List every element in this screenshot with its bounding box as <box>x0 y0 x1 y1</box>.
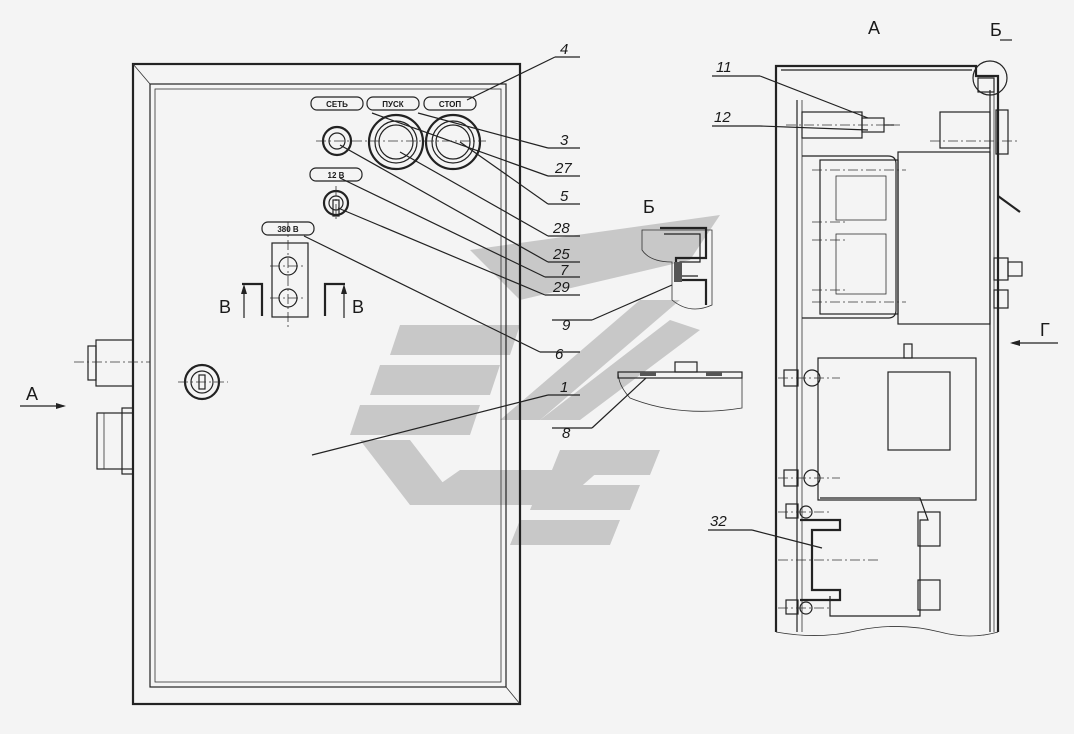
view-arrow-a-label: А <box>26 384 38 404</box>
plate-stop: СТОП <box>423 96 477 111</box>
detail-b-section: Б 9 <box>552 197 713 334</box>
plate-12v-text: 12 В <box>328 171 345 180</box>
callout-9: 9 <box>562 317 571 334</box>
callout-7: 7 <box>560 262 569 279</box>
leader-lines-front <box>303 56 580 456</box>
callout-25: 25 <box>552 246 570 263</box>
callout-28: 28 <box>552 220 570 237</box>
stop-button <box>424 113 482 171</box>
side-view-a: А Б <box>708 18 1058 637</box>
callout-11: 11 <box>716 59 732 76</box>
callout-3: 3 <box>560 132 569 149</box>
plate-12v: 12 В <box>309 167 363 182</box>
plate-380v: 380 В <box>261 221 315 236</box>
callout-32: 32 <box>710 513 727 530</box>
detail-b-title: Б <box>643 197 655 217</box>
callout-6: 6 <box>555 346 564 363</box>
watermark-logo <box>350 215 720 545</box>
callout-8: 8 <box>562 425 571 442</box>
detail-b-marker-label: Б <box>990 20 1002 40</box>
side-view-title: А <box>868 18 880 38</box>
callout-1: 1 <box>560 379 568 396</box>
view-arrow-g-label: Г <box>1040 320 1050 340</box>
plate-pusk-text: ПУСК <box>382 100 404 109</box>
section-markers-b: В В <box>219 282 364 318</box>
toggle-switch <box>322 186 350 222</box>
plate-stop-text: СТОП <box>439 100 461 109</box>
callout-29: 29 <box>552 279 570 296</box>
plate-set-text: СЕТЬ <box>326 100 348 109</box>
section-label-right: В <box>352 297 364 317</box>
callout-4: 4 <box>560 41 568 58</box>
view-arrow-a: А <box>20 384 66 409</box>
plate-380v-text: 380 В <box>277 225 299 234</box>
cable-gland-upper <box>74 339 150 387</box>
cable-gland-lower <box>96 407 134 475</box>
socket-plate-380v <box>270 222 309 328</box>
section-label-left: В <box>219 297 231 317</box>
plate-set: СЕТЬ <box>310 96 364 111</box>
door-lock <box>178 363 228 401</box>
callout-27: 27 <box>554 160 572 177</box>
detail-hinge-section: 8 <box>552 361 743 442</box>
plate-pusk: ПУСК <box>366 96 420 111</box>
callout-12: 12 <box>714 109 731 126</box>
callout-5: 5 <box>560 188 569 205</box>
